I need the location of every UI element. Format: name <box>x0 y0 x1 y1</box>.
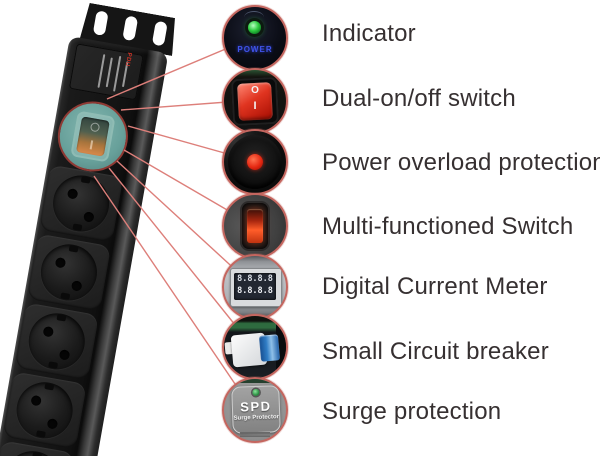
callout-indicator: POWER <box>222 5 288 71</box>
pcb-edge <box>236 379 274 383</box>
highlight-arc <box>244 11 264 24</box>
spd-title: SPD <box>240 398 272 415</box>
leader-line <box>108 167 253 347</box>
meter-display <box>234 273 276 300</box>
power-led-icon <box>248 21 261 34</box>
off-mark: O <box>251 85 259 96</box>
vent-grooves <box>240 432 270 438</box>
spd-subtitle: Surge Protector <box>233 414 280 422</box>
on-mark: I <box>253 100 257 112</box>
feature-label-multi-switch: Multi-functioned Switch <box>322 213 574 240</box>
spd-badge-icon: SPD Surge Protector <box>231 385 281 434</box>
leader-line <box>93 175 253 410</box>
callout-multi-switch <box>222 193 288 259</box>
meter-digits-row1: 8.8.8.8 <box>237 274 273 284</box>
callout-current-meter: 8.8.8.8 8.8.8.8 <box>222 254 288 320</box>
illuminated-rocker-icon <box>247 209 263 243</box>
callout-dual-switch: O I <box>222 68 288 134</box>
spd-led-icon <box>252 388 260 397</box>
feature-label-surge: Surge protection <box>322 398 502 425</box>
feature-label-overload: Power overload protection <box>322 149 600 176</box>
feature-label-indicator: Indicator <box>322 20 416 47</box>
meter-digits-row2: 8.8.8.8 <box>237 286 273 296</box>
feature-label-dual-switch: Dual-on/off switch <box>322 85 516 112</box>
power-led-label: POWER <box>237 45 273 54</box>
feature-label-current-meter: Digital Current Meter <box>322 273 548 300</box>
feature-label-circuit-breaker: Small Circuit breaker <box>322 338 549 365</box>
callout-overload-protection <box>222 129 288 195</box>
breaker-housing <box>276 316 286 378</box>
red-reset-dot-icon <box>247 154 263 170</box>
breaker-lever-icon <box>258 334 281 362</box>
callout-circuit-breaker <box>222 314 288 380</box>
callout-surge-protection: SPD Surge Protector <box>222 377 288 443</box>
